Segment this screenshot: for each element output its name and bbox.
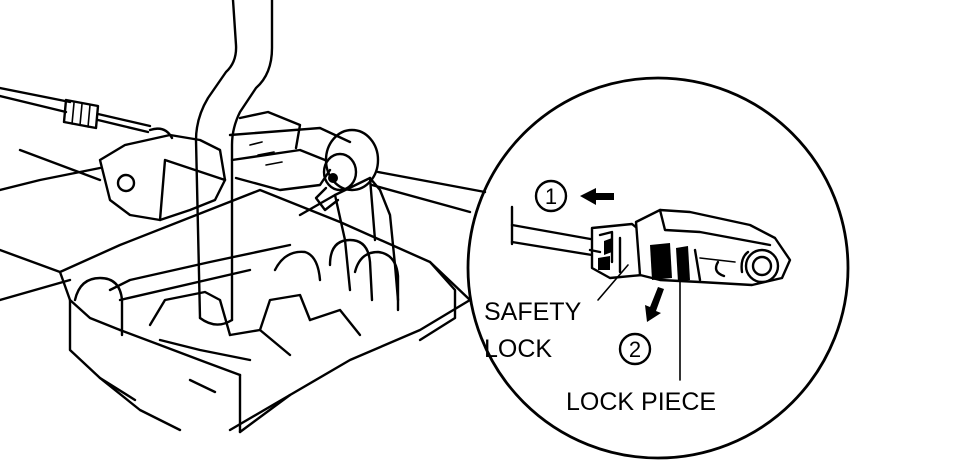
step-2-marker (618, 332, 652, 366)
safety-lock-leader (597, 264, 629, 301)
detail-magnifier: 1 2 SAFETY LOCK LOCK PIECE (466, 76, 850, 460)
detail-circle (466, 76, 850, 460)
arrow-left-icon (580, 188, 614, 205)
arrow-down-icon (645, 287, 664, 322)
step-1-number: 1 (545, 184, 557, 209)
lock-piece-label: LOCK PIECE (566, 388, 716, 416)
step-1-marker (534, 179, 568, 213)
safety-lock-label-line1: SAFETY (484, 298, 582, 326)
step-2-number: 2 (629, 337, 641, 362)
safety-lock-label-line2: LOCK (484, 335, 552, 363)
shifter-assembly (0, 0, 487, 434)
